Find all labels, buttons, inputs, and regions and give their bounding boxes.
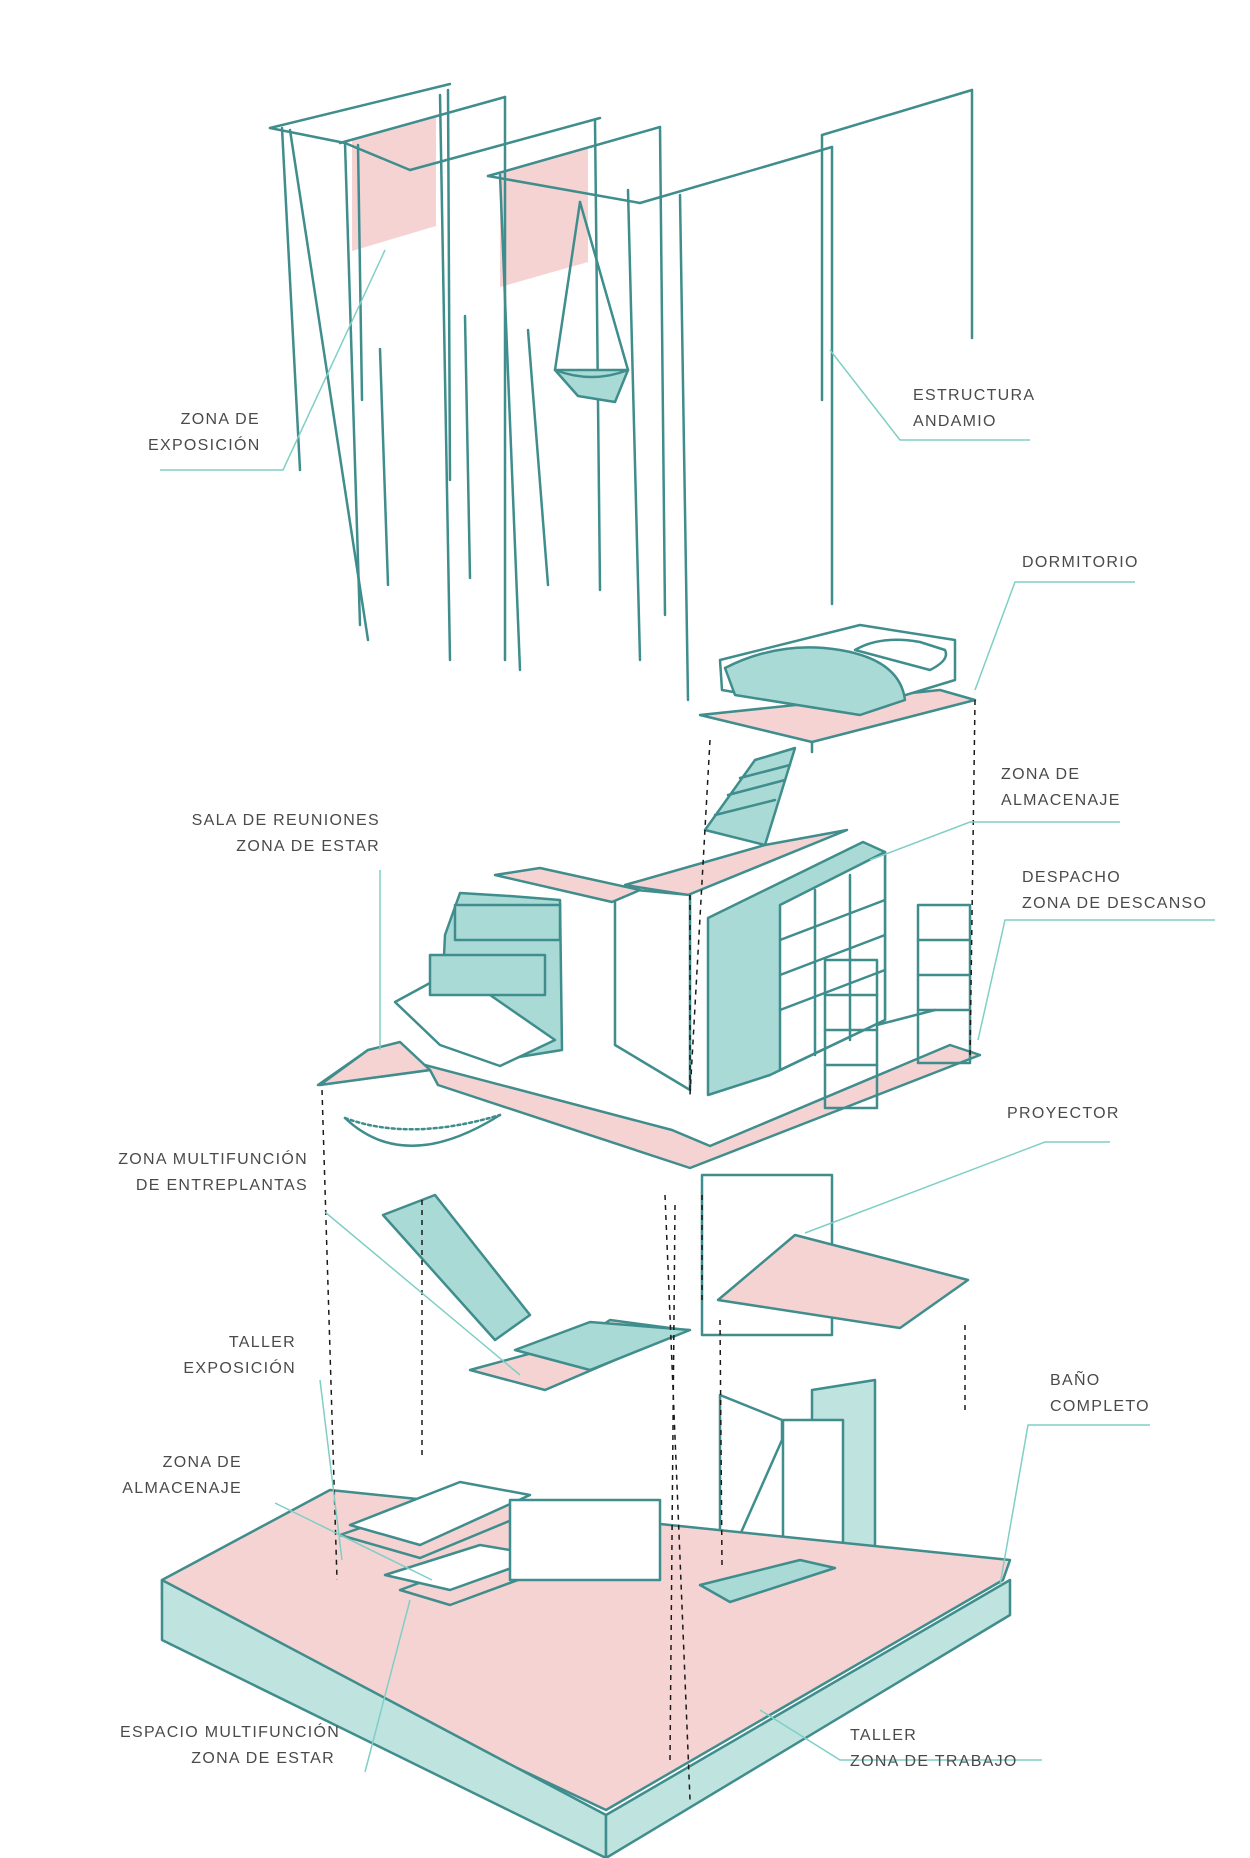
- office-shelves: [823, 903, 972, 1110]
- label-proyector: PROYECTOR: [1007, 1105, 1120, 1122]
- hammock: [343, 1113, 502, 1147]
- stair-upper: [703, 746, 797, 847]
- stair-middle: [381, 1193, 692, 1392]
- exhibition-panel: [352, 115, 436, 251]
- bedroom-platform: [698, 623, 977, 754]
- hanging-chair: [553, 200, 630, 404]
- projector-platform: [700, 1173, 970, 1337]
- scaffold-structure: [268, 82, 974, 702]
- leader-lines: [160, 249, 1215, 1773]
- projection-lines: [321, 699, 976, 1801]
- label-dormitorio: DORMITORIO: [1022, 554, 1139, 571]
- middle-floor: [316, 840, 982, 1170]
- workshop-furniture: [338, 1480, 837, 1607]
